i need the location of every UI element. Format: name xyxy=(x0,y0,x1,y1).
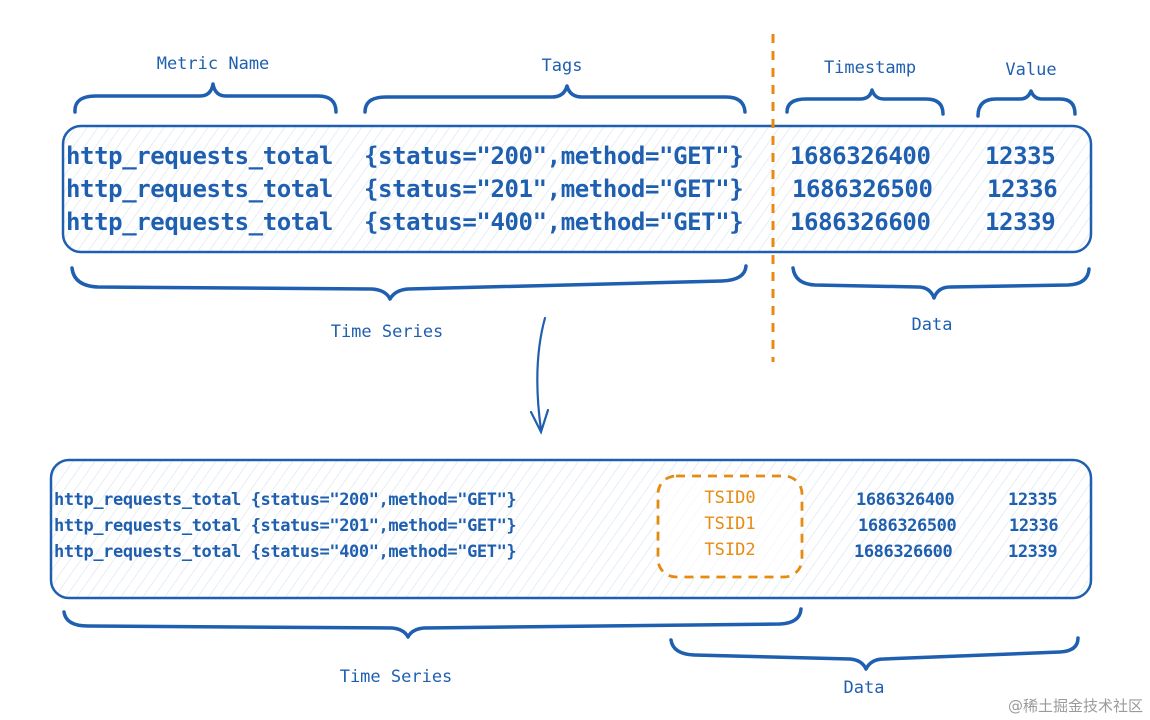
down-arrow-icon xyxy=(529,316,550,435)
brace-tags xyxy=(363,84,747,114)
label-data-top: Data xyxy=(912,315,953,335)
top-row: http_requests_total {status="400",method… xyxy=(66,208,1056,236)
value-text: 12335 xyxy=(1008,490,1057,510)
series-text: http_requests_total {status="200",method… xyxy=(54,490,516,510)
tsid-group-box xyxy=(656,474,804,579)
timestamp-text: 1686326500 xyxy=(858,516,957,536)
brace-time-series xyxy=(70,264,748,301)
bottom-row: http_requests_total {status="400",method… xyxy=(54,540,1058,562)
timestamp-text: 1686326600 xyxy=(854,542,953,562)
brace-timestamp xyxy=(785,88,945,116)
timestamp-text: 1686326400 xyxy=(790,142,931,170)
label-time-series-top: Time Series xyxy=(331,322,444,342)
timestamp-text: 1686326500 xyxy=(792,175,933,203)
label-value: Value xyxy=(1005,60,1056,80)
tags-text: {status="400",method="GET"} xyxy=(364,208,743,236)
label-time-series-bottom: Time Series xyxy=(340,667,453,687)
metric-name-text: http_requests_total xyxy=(66,142,333,170)
tags-text: {status="200",method="GET"} xyxy=(364,142,743,170)
top-row: http_requests_total {status="201",method… xyxy=(66,175,1058,203)
tsid-text: TSID0 xyxy=(704,488,755,508)
timestamp-text: 1686326400 xyxy=(856,490,955,510)
label-metric-name: Metric Name xyxy=(157,54,270,74)
brace-data xyxy=(669,636,1080,671)
value-text: 12336 xyxy=(987,175,1057,203)
label-tags: Tags xyxy=(542,56,583,76)
series-text: http_requests_total {status="400",method… xyxy=(54,542,516,562)
top-records-box xyxy=(61,124,1093,254)
label-data-bottom: Data xyxy=(844,678,885,698)
bottom-row: http_requests_total {status="200",method… xyxy=(54,488,1058,510)
top-row: http_requests_total {status="200",method… xyxy=(66,142,1056,170)
metric-name-text: http_requests_total xyxy=(66,175,333,203)
value-text: 12339 xyxy=(1008,542,1057,562)
brace-value xyxy=(976,89,1077,118)
bottom-row: http_requests_total {status="201",method… xyxy=(54,514,1059,536)
brace-data xyxy=(791,266,1091,300)
value-text: 12339 xyxy=(985,208,1055,236)
bottom-records-box xyxy=(49,458,1093,600)
tsid-text: TSID1 xyxy=(704,514,755,534)
brace-metric-name xyxy=(73,82,338,114)
label-timestamp: Timestamp xyxy=(824,58,916,78)
metric-name-text: http_requests_total xyxy=(66,208,333,236)
value-text: 12336 xyxy=(1009,516,1058,536)
tags-text: {status="201",method="GET"} xyxy=(364,175,743,203)
series-text: http_requests_total {status="201",method… xyxy=(54,516,516,536)
brace-time-series xyxy=(62,607,803,639)
tsid-text: TSID2 xyxy=(704,540,755,560)
value-text: 12335 xyxy=(985,142,1055,170)
timestamp-text: 1686326600 xyxy=(790,208,931,236)
watermark: @稀土掘金技术社区 xyxy=(1008,697,1143,715)
